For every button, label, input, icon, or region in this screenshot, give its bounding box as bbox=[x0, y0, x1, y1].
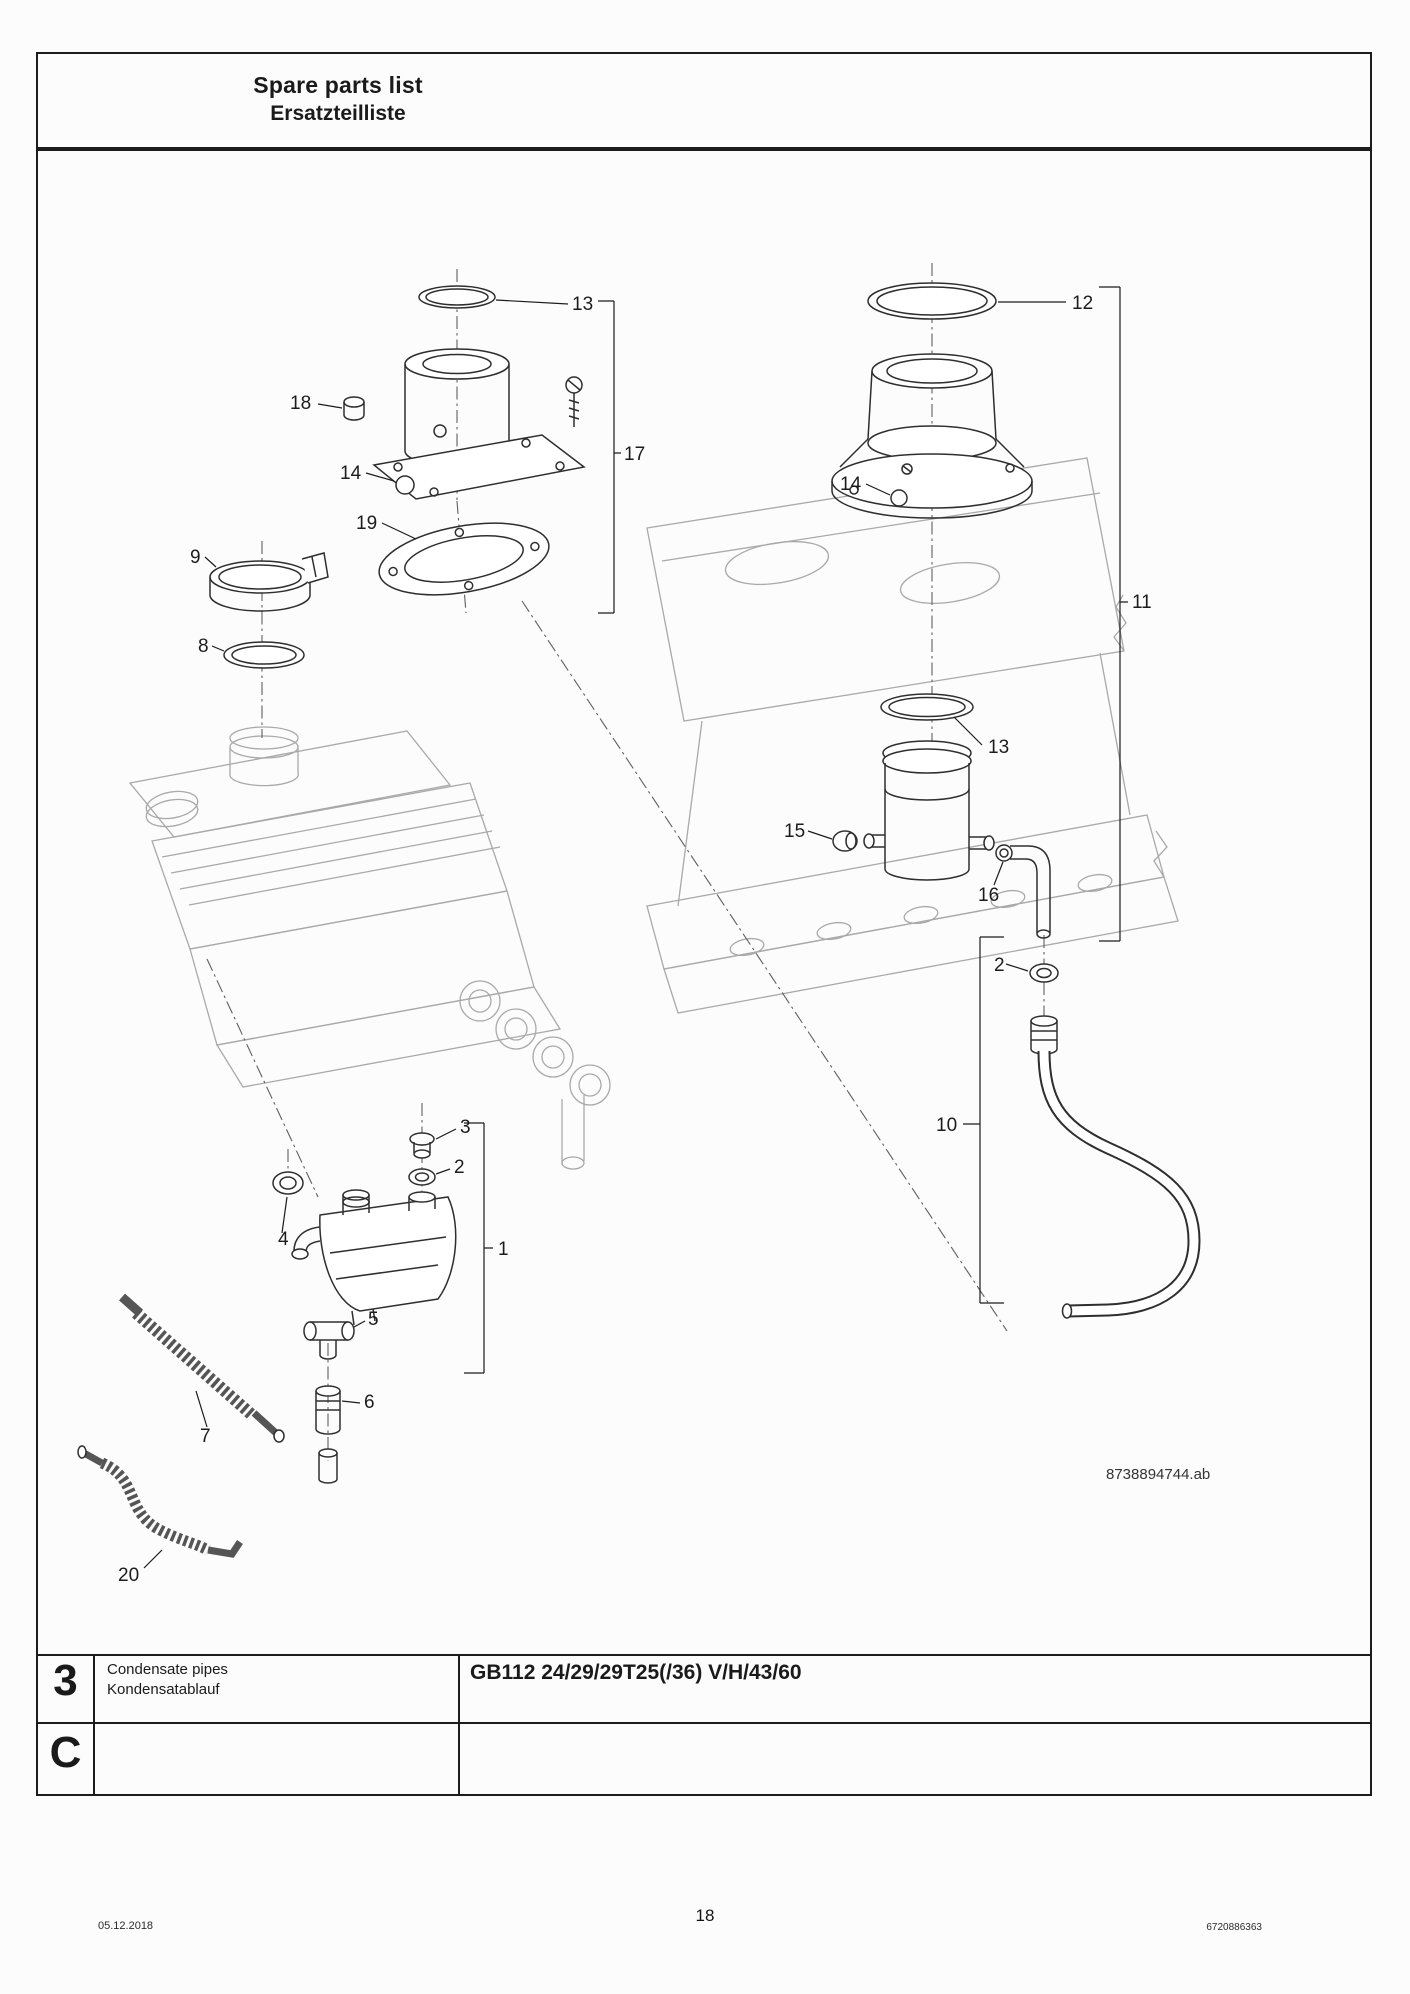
boiler-body bbox=[128, 726, 611, 1170]
part-gasket-8 bbox=[223, 641, 305, 669]
callout-12: 12 bbox=[1072, 293, 1093, 314]
part-grommet-16 bbox=[995, 844, 1013, 862]
callout-2-left: 2 bbox=[454, 1157, 465, 1178]
part-gasket-12 bbox=[867, 282, 997, 320]
part-plug-18 bbox=[343, 396, 365, 421]
callout-20: 20 bbox=[118, 1565, 139, 1586]
boiler-frame-panels bbox=[646, 457, 1179, 1014]
drawing-number: 8738894744.ab bbox=[1106, 1466, 1210, 1483]
part-screw bbox=[565, 376, 583, 427]
footer-date: 05.12.2018 bbox=[98, 1920, 154, 1932]
callout-10: 10 bbox=[936, 1115, 957, 1136]
part-grommet-3 bbox=[409, 1132, 435, 1159]
part-corrugated-hose-7 bbox=[119, 1293, 285, 1443]
callout-9: 9 bbox=[190, 547, 201, 568]
callout-3: 3 bbox=[460, 1117, 471, 1138]
table-middle-line bbox=[38, 1722, 1370, 1724]
callout-leader-lines bbox=[143, 286, 1128, 1569]
callout-6: 6 bbox=[364, 1392, 375, 1413]
part-flue-adapter-17 bbox=[372, 348, 586, 500]
part-seal-4 bbox=[272, 1171, 304, 1195]
callout-4: 4 bbox=[278, 1229, 289, 1250]
callout-labels: 13 17 18 14 19 9 8 12 11 14 13 15 16 2 1… bbox=[118, 293, 1210, 1586]
part-clamp-9 bbox=[209, 552, 329, 612]
callout-14-right: 14 bbox=[840, 474, 862, 495]
part-hose-10 bbox=[1037, 1050, 1201, 1319]
callout-7: 7 bbox=[200, 1426, 211, 1447]
part-condensate-trap-1 bbox=[291, 1189, 457, 1326]
callout-2-right: 2 bbox=[994, 955, 1005, 976]
assembly-description: Condensate pipes Kondensatablauf bbox=[107, 1660, 228, 1701]
page-title: Spare parts list Ersatzteilliste bbox=[198, 72, 478, 126]
part-hose-connector bbox=[1030, 1015, 1058, 1055]
callout-16: 16 bbox=[978, 885, 999, 906]
callout-13-left: 13 bbox=[572, 294, 593, 315]
table-top-line bbox=[38, 1654, 1370, 1656]
callout-1: 1 bbox=[498, 1239, 509, 1260]
assembly-description-en: Condensate pipes bbox=[107, 1661, 228, 1678]
part-coupling-6 bbox=[315, 1385, 341, 1484]
part-gasket-13-right bbox=[880, 693, 974, 721]
part-cap-15 bbox=[832, 830, 858, 852]
callout-11: 11 bbox=[1132, 592, 1152, 613]
footer-page-number: 18 bbox=[695, 1906, 715, 1925]
part-elbow bbox=[1010, 845, 1051, 939]
callout-15: 15 bbox=[784, 821, 805, 842]
exploded-view-drawing: 13 17 18 14 19 9 8 12 11 14 13 15 16 2 1… bbox=[77, 263, 1210, 1586]
callout-8: 8 bbox=[198, 636, 209, 657]
callout-17: 17 bbox=[624, 444, 645, 465]
section-letter: C bbox=[49, 1728, 82, 1777]
callout-13-right: 13 bbox=[988, 737, 1009, 758]
part-corrugated-hose-20 bbox=[77, 1445, 243, 1558]
footer-document-number: 6720886363 bbox=[1206, 1922, 1262, 1933]
callout-18: 18 bbox=[290, 393, 311, 414]
part-gasket-13-left bbox=[418, 285, 496, 309]
page-title-en: Spare parts list bbox=[253, 72, 423, 98]
model-designation: GB112 24/29/29T25(/36) V/H/43/60 bbox=[470, 1661, 802, 1684]
assembly-description-de: Kondensatablauf bbox=[107, 1681, 220, 1699]
part-ball-14-right bbox=[890, 489, 908, 507]
table-divider-2 bbox=[458, 1654, 460, 1794]
callout-19: 19 bbox=[356, 513, 377, 534]
callout-5: 5 bbox=[368, 1309, 379, 1330]
part-gasket-19 bbox=[378, 522, 550, 596]
diagram-frame: 13 17 18 14 19 9 8 12 11 14 13 15 16 2 1… bbox=[36, 149, 1372, 1796]
part-nut-2-right bbox=[1029, 963, 1059, 983]
table-divider-1 bbox=[93, 1654, 95, 1794]
part-flue-collar-11 bbox=[831, 353, 1033, 519]
part-siphon-cup bbox=[863, 740, 995, 881]
section-number: 3 bbox=[53, 1656, 78, 1705]
part-nut-2-left bbox=[408, 1168, 436, 1186]
page-title-de: Ersatzteilliste bbox=[270, 102, 406, 125]
part-tee-5 bbox=[303, 1321, 355, 1360]
part-ball-14-left bbox=[395, 475, 415, 495]
title-box: Spare parts list Ersatzteilliste bbox=[36, 52, 1372, 149]
callout-14-left: 14 bbox=[340, 463, 362, 484]
